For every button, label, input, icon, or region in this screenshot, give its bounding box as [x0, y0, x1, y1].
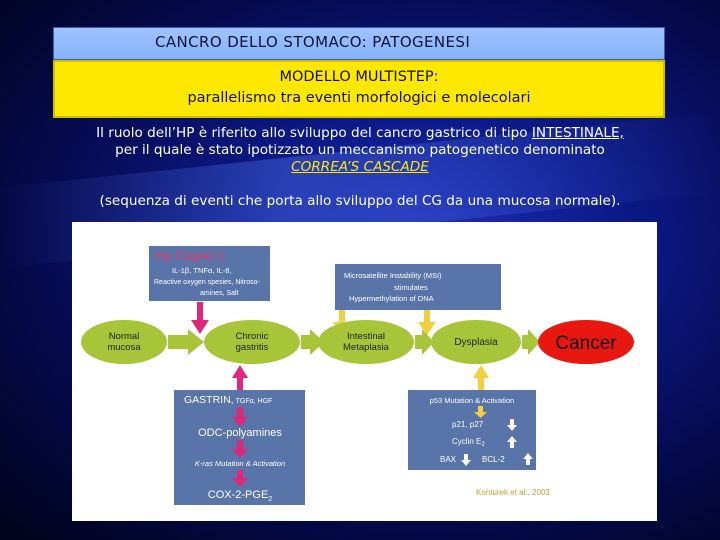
- left-box-up-arrow: [232, 365, 248, 390]
- stage-normal-mucosa: Normal mucosa: [81, 320, 167, 364]
- right-lower-box: [408, 390, 536, 470]
- bcl-label: BCL-2: [482, 455, 505, 464]
- cancer-label: Cancer: [555, 333, 617, 354]
- subtitle-box: MODELLO MULTISTEP: parallelismo tra even…: [53, 60, 665, 118]
- stage-label: Dysplasia: [454, 337, 498, 348]
- hp-box-line3: amines, Salt: [200, 290, 239, 297]
- subtitle-line-2: parallelismo tra eventi morfologici e mo…: [187, 90, 531, 106]
- pathogenesis-diagram: Hp CagA(+) IL-1β, TNFα, IL-8, Reactive o…: [72, 222, 657, 521]
- p53-down-arrow: [474, 406, 487, 418]
- right-box-up-arrow: [473, 365, 489, 390]
- stage-label: gastritis: [236, 342, 269, 353]
- stage-arrow: [415, 329, 434, 355]
- citation: Konturek et al., 2003: [476, 488, 550, 497]
- cox-label: COX-2-PGE2: [208, 489, 273, 503]
- hp-box-line2: Reactive oxygen spesies, Nitroso-: [154, 279, 260, 286]
- msi-box-line3: Hypermethylation of DNA: [349, 294, 434, 303]
- intro-text-1: Il ruolo dell’HP è riferito allo svilupp…: [96, 125, 532, 141]
- bcl-up-arrow: [523, 453, 533, 465]
- bax-down-arrow: [461, 454, 471, 466]
- stage-label: Metaplasia: [343, 342, 390, 353]
- diagram-svg: Hp CagA(+) IL-1β, TNFα, IL-8, Reactive o…: [81, 246, 634, 505]
- slide-title: CANCRO DELLO STOMACO: PATOGENESI: [53, 27, 665, 60]
- p53-label: p53 Mutation & Activation: [430, 396, 515, 405]
- gastrin-label: GASTRIN,TGFα, HGF: [184, 394, 272, 406]
- intro-paragraph: Il ruolo dell’HP è riferito allo svilupp…: [40, 125, 680, 176]
- odc-down-arrow: [232, 440, 248, 458]
- intro-intestinale: INTESTINALE,: [531, 125, 624, 141]
- stage-label: Intestinal: [347, 331, 385, 342]
- slide-title-text: CANCRO DELLO STOMACO: PATOGENESI: [155, 33, 471, 51]
- stage-label: Normal: [109, 331, 140, 342]
- odc-label: ODC-polyamines: [198, 427, 282, 439]
- stage-chronic-gastritis: Chronic gastritis: [204, 320, 300, 364]
- stage-arrow: [301, 329, 324, 355]
- stage-label: Chronic: [236, 331, 269, 342]
- msi-box: [335, 264, 501, 310]
- stage-label: mucosa: [107, 342, 141, 353]
- msi-box-line1: Microsatellite Instability (MSI): [344, 271, 442, 280]
- gastrin-down-arrow: [232, 407, 248, 427]
- p21-label: p21, p27: [452, 420, 484, 429]
- stage-intestinal-metaplasia: Intestinal Metaplasia: [318, 320, 414, 364]
- hp-box-title: Hp CagA(+): [155, 248, 224, 263]
- hp-box: [149, 246, 270, 301]
- msi-box-line2: stimulates: [394, 283, 428, 292]
- kras-down-arrow: [232, 470, 248, 487]
- stage-cancer: Cancer: [538, 320, 634, 364]
- bax-label: BAX: [440, 455, 457, 464]
- p21-down-arrow: [507, 419, 517, 431]
- cyclin-label: Cyclin E2: [452, 437, 485, 448]
- correa-cascade-link: CORREA’S CASCADE: [291, 159, 429, 175]
- stage-arrow: [168, 329, 204, 355]
- cyclin-up-arrow: [507, 436, 517, 448]
- subtitle-line-1: MODELLO MULTISTEP:: [279, 69, 439, 85]
- kras-label: K-ras Mutation & Activation: [195, 459, 285, 468]
- stage-arrow: [522, 329, 540, 355]
- msi-right-arrow: [418, 310, 436, 335]
- hp-down-arrow: [191, 302, 209, 334]
- intro-sequence: (sequenza di eventi che porta allo svilu…: [99, 193, 621, 209]
- hp-box-line1: IL-1β, TNFα, IL-8,: [172, 266, 232, 275]
- stage-dysplasia: Dysplasia: [431, 320, 521, 364]
- intro-text-2: per il quale è stato ipotizzato un mecca…: [115, 142, 605, 158]
